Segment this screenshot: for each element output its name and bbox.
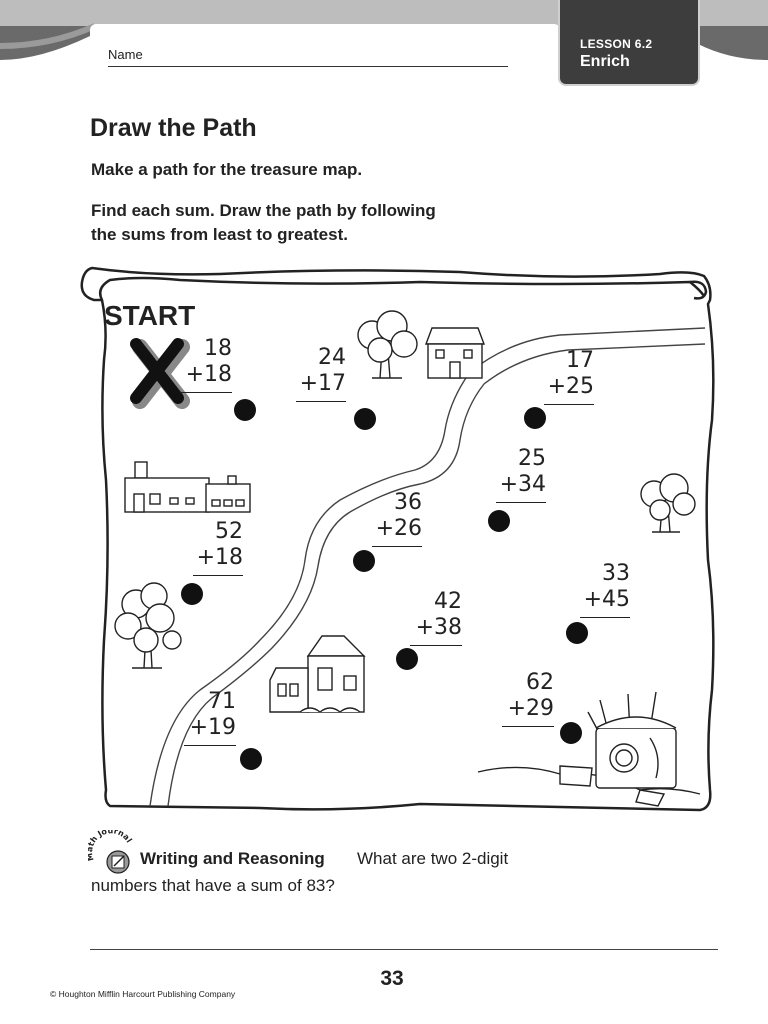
sum-line: [544, 404, 594, 405]
tree-icon-1: [357, 310, 418, 379]
start-x-mark: [130, 338, 190, 409]
addend-bottom: +45: [583, 587, 630, 612]
copyright-notice: © Houghton Mifflin Harcourt Publishing C…: [50, 989, 236, 999]
sum-line: [184, 745, 236, 746]
writing-question-line2: numbers that have a sum of 83?: [91, 876, 335, 895]
tree-icon-2: [640, 473, 696, 533]
instruction-2: Find each sum. Draw the path by followin…: [91, 201, 436, 220]
addition-problem: 33 +45: [580, 561, 630, 618]
addend-bottom: +25: [547, 374, 594, 399]
addend-bottom: +34: [499, 472, 546, 497]
path-dots: [181, 399, 588, 770]
sum-line: [580, 617, 630, 618]
addend-bottom: +17: [299, 371, 346, 396]
addend-bottom: +38: [415, 615, 462, 640]
treasure-chest-icon: [477, 691, 701, 807]
house-icon-1: [424, 327, 486, 379]
addend-top: 36: [394, 490, 422, 515]
addend-top: 17: [566, 348, 594, 373]
name-label: Name: [108, 47, 143, 62]
addend-top: 42: [434, 589, 462, 614]
writing-reasoning-title: Writing and Reasoning: [140, 849, 325, 868]
addend-bottom: +18: [196, 545, 243, 570]
sum-line: [502, 726, 554, 727]
addition-problem: 42 +38: [410, 589, 462, 646]
addition-problem: 18 +18: [180, 336, 232, 393]
addend-bottom: +29: [507, 696, 554, 721]
sum-line: [193, 575, 243, 576]
lesson-badge: [560, 0, 698, 84]
addend-top: 52: [215, 519, 243, 544]
addend-top: 24: [318, 345, 346, 370]
addend-top: 25: [518, 446, 546, 471]
addend-bottom: +18: [185, 362, 232, 387]
building-icon: [124, 461, 251, 513]
sum-line: [410, 645, 462, 646]
sum-line: [496, 502, 546, 503]
lesson-type: Enrich: [580, 53, 630, 70]
addend-top: 33: [602, 561, 630, 586]
addend-bottom: +26: [375, 516, 422, 541]
sum-line: [180, 392, 232, 393]
math-journal-icon: Math Journal: [88, 830, 134, 874]
footer-divider: [90, 949, 718, 950]
sum-line: [296, 401, 346, 402]
house-icon-2: [269, 635, 366, 713]
addend-top: 71: [208, 689, 236, 714]
instruction-3: the sums from least to greatest.: [91, 225, 348, 244]
sum-line: [372, 546, 422, 547]
name-field[interactable]: Name: [108, 46, 508, 67]
map-scroll-border: [80, 266, 715, 812]
addition-problem: 17 +25: [544, 348, 594, 405]
page-title: Draw the Path: [90, 114, 257, 142]
addition-problem: 71 +19: [184, 689, 236, 746]
addition-problem: 25 +34: [496, 446, 546, 503]
addend-bottom: +19: [189, 715, 236, 740]
writing-question-line1: What are two 2-digit: [357, 849, 509, 868]
addend-top: 62: [526, 670, 554, 695]
lesson-number: LESSON 6.2: [580, 37, 653, 51]
instruction-1: Make a path for the treasure map.: [91, 160, 363, 179]
page-number: 33: [380, 967, 404, 990]
addition-problem: 52 +18: [193, 519, 243, 576]
start-label: START: [104, 300, 196, 331]
addition-problem: 24 +17: [296, 345, 346, 402]
tree-icon-3: [114, 582, 182, 669]
addition-problem: 36 +26: [372, 490, 422, 547]
addend-top: 18: [204, 336, 232, 361]
addition-problem: 62 +29: [502, 670, 554, 727]
